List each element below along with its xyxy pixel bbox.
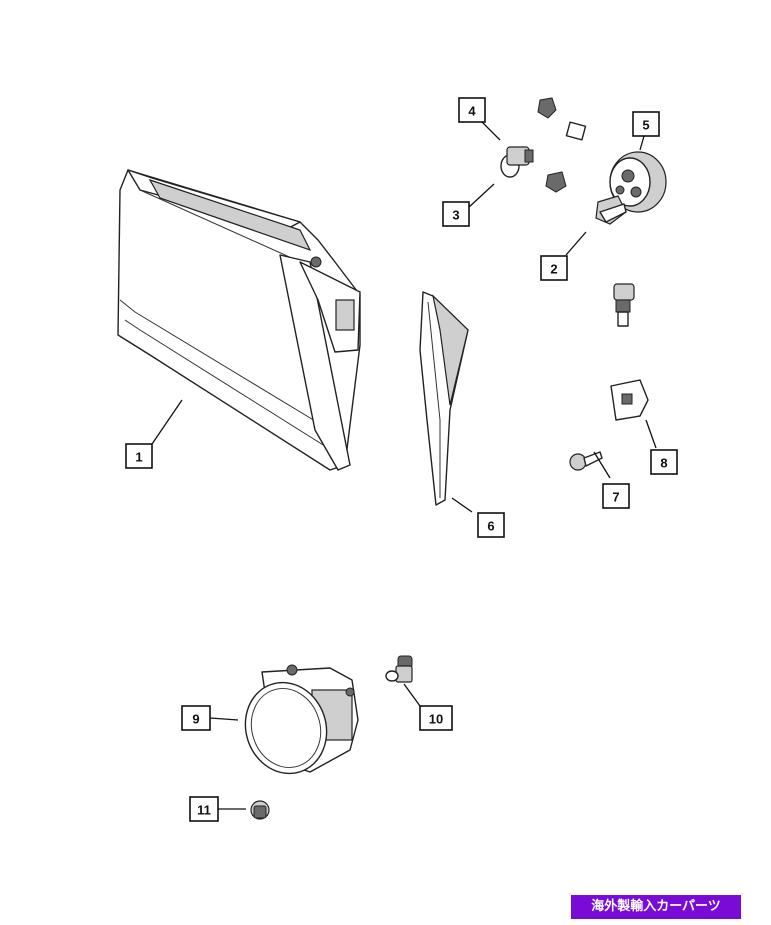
leader-lines — [149, 121, 657, 810]
clip-top — [537, 97, 557, 119]
socket-cover — [609, 151, 667, 213]
bulb-socket — [595, 195, 627, 225]
callout-6-label: 6 — [487, 519, 494, 534]
bulb-small — [500, 146, 534, 178]
callout-9: 9 — [181, 705, 211, 731]
callout-9-label: 9 — [192, 712, 199, 727]
side-marker-lamp — [419, 291, 469, 506]
callout-10-label: 10 — [429, 712, 443, 727]
callout-4: 4 — [458, 97, 486, 123]
callout-1: 1 — [125, 443, 153, 469]
fog-bulb — [385, 655, 413, 683]
callout-1-label: 1 — [135, 450, 142, 465]
gasket-square — [565, 121, 587, 141]
callout-5-label: 5 — [642, 118, 649, 133]
callout-8: 8 — [650, 449, 678, 475]
callout-5: 5 — [632, 111, 660, 137]
fog-lamp — [244, 664, 359, 775]
watermark-banner: 海外製輸入カーパーツ — [571, 895, 741, 919]
clip-middle — [545, 171, 567, 193]
callout-10: 10 — [419, 705, 453, 731]
push-fastener — [250, 800, 270, 820]
callout-3-label: 3 — [452, 208, 459, 223]
bulb-wedge — [613, 283, 635, 327]
callout-8-label: 8 — [660, 456, 667, 471]
screw — [569, 451, 603, 471]
callout-7: 7 — [602, 483, 630, 509]
callout-6: 6 — [477, 512, 505, 538]
callout-3: 3 — [442, 201, 470, 227]
clip-nut — [610, 379, 649, 421]
callout-2-label: 2 — [550, 262, 557, 277]
callout-2: 2 — [540, 255, 568, 281]
callout-11: 11 — [189, 796, 219, 822]
callout-11-label: 11 — [197, 803, 211, 818]
callout-4-label: 4 — [468, 104, 476, 119]
headlamp-assembly — [117, 169, 361, 471]
callout-7-label: 7 — [612, 490, 619, 505]
